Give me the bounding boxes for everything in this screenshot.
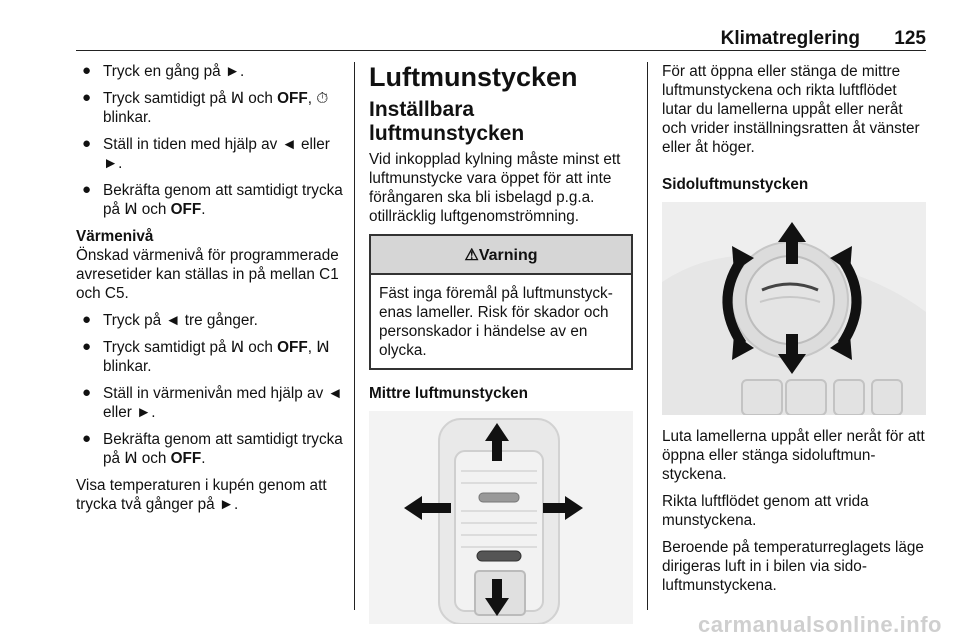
page-number: 125 [894, 28, 926, 49]
list-item: ●Bekräfta genom att samtidigt trycka på … [82, 181, 343, 218]
column-1: ●Tryck en gång på ►. ●Tryck samtidigt på… [76, 62, 346, 522]
list-item: ●Tryck på ◄ tre gånger. [82, 311, 258, 329]
column-3: För att öppna eller stänga de mittre luf… [662, 62, 926, 603]
side-vents-text-1: Luta lamellerna uppåt eller neråt för at… [662, 428, 925, 483]
temperature-text: Visa temperaturen i kupén genom att tryc… [76, 477, 327, 513]
section-title: Luftmunstycken [369, 62, 578, 92]
side-vents-heading: Sidoluftmunstycken [662, 176, 809, 193]
header-title: Klimatreglering [720, 28, 860, 49]
center-vents-illustration [369, 411, 633, 625]
page-header: Klimatreglering 125 [0, 0, 960, 52]
list-item: ●Tryck samtidigt på ꟽ och OFF, ꟽ blinkar… [82, 338, 330, 375]
bullet-icon: ● [82, 430, 92, 447]
warning-box: ⚠Varning Fäst inga föremål på luftmunsty… [369, 234, 633, 370]
section-subtitle: Inställbara luftmunstycken [369, 98, 525, 145]
list-item: ●Ställ in värmenivån med hjälp av ◄ elle… [82, 384, 343, 421]
column-divider-2 [647, 62, 648, 610]
watermark: carmanualsonline.info [698, 612, 942, 637]
column-2: Luftmunstycken Inställbara luftmunstycke… [369, 62, 633, 625]
heat-level-text: Önskad värmenivå för programme­rade avre… [76, 247, 339, 302]
center-vents-heading: Mittre luftmunstycken [369, 385, 528, 402]
list-item: ●Ställ in tiden med hjälp av ◄ eller ►. [82, 135, 330, 172]
bullet-icon: ● [82, 311, 92, 328]
header-rule [76, 50, 926, 51]
intro-text: Vid inkopplad kylning måste minst ett lu… [369, 151, 621, 225]
bullet-icon: ● [82, 62, 92, 79]
side-vents-text-2: Rikta luftflödet genom att vrida munstyc… [662, 493, 869, 529]
bullet-list-heat: ●Tryck på ◄ tre gånger. ●Tryck samtidigt… [76, 311, 346, 468]
bullet-icon: ● [82, 181, 92, 198]
list-item: ●Tryck en gång på ►. [82, 62, 245, 80]
side-vents-text-3: Beroende på temperaturreglagets läge dir… [662, 539, 924, 594]
bullet-icon: ● [82, 338, 92, 355]
bullet-icon: ● [82, 384, 92, 401]
center-vent-drawing [369, 411, 633, 625]
center-vents-text: För att öppna eller stänga de mittre luf… [662, 63, 920, 156]
bullet-icon: ● [82, 135, 92, 152]
side-vents-illustration [662, 202, 926, 416]
heat-level-heading: Värmenivå [76, 228, 154, 245]
list-item: ●Bekräfta genom att samtidigt trycka på … [82, 430, 343, 467]
column-divider-1 [354, 62, 355, 610]
side-vent-drawing [662, 202, 926, 416]
list-item: ●Tryck samtidigt på ꟽ och OFF, ⏱ blinkar… [82, 89, 329, 126]
bullet-list-time: ●Tryck en gång på ►. ●Tryck samtidigt på… [76, 62, 346, 219]
bullet-icon: ● [82, 89, 92, 106]
warning-icon: ⚠ [464, 247, 479, 264]
warning-text: Fäst inga föremål på luftmunstyck­enas l… [379, 285, 613, 359]
warning-title: ⚠Varning [371, 236, 631, 275]
